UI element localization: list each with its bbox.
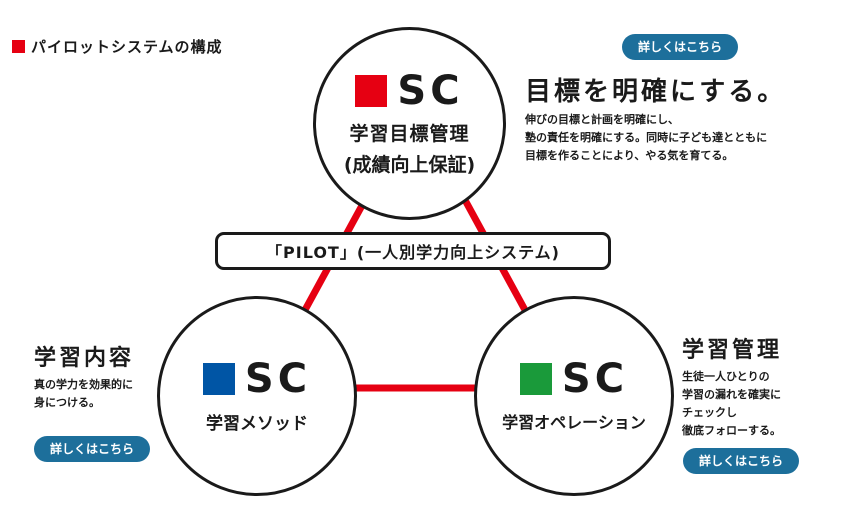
circle-learning-operation: SC 学習オペレーション (474, 296, 674, 496)
learning-content-line-2: 身につける。 (34, 396, 100, 409)
learning-management-line-4: 徹底フォローする。 (682, 424, 781, 437)
goal-details-button[interactable]: 詳しくはこちら (622, 34, 738, 60)
goal-management-label: 学習目標管理 (349, 122, 470, 145)
blue-square-icon (202, 362, 235, 395)
sc-mark-red: SC (355, 71, 463, 111)
learning-content-line-1: 真の学力を効果的に (34, 378, 133, 391)
sc-mark-green: SC (519, 356, 629, 402)
learning-method-label: 学習メソッド (206, 413, 308, 434)
pilot-system-banner: 「PILOT」(一人別学力向上システム) (215, 232, 611, 270)
sc-text: SC (561, 356, 629, 402)
sc-text: SC (244, 355, 312, 402)
learning-content-heading: 学習内容 (34, 346, 135, 371)
learning-management-line-3: チェックし (682, 406, 737, 419)
learning-operation-label: 学習オペレーション (502, 413, 646, 432)
goal-heading: 目標を明確にする。 (525, 77, 787, 107)
section-title: パイロットシステムの構成 (12, 36, 223, 57)
goal-description-block: 目標を明確にする。 伸びの目標と計画を明確にし、 塾の責任を明確にする。同時に子… (525, 79, 786, 165)
goal-line-1: 伸びの目標と計画を明確にし、 (525, 113, 679, 126)
learning-management-block: 学習管理 生徒一人ひとりの 学習の漏れを確実に チェックし 徹底フォローする。 (682, 340, 782, 440)
learning-content-details-button[interactable]: 詳しくはこちら (34, 436, 150, 462)
green-square-icon (519, 363, 552, 395)
learning-management-heading: 学習管理 (682, 338, 783, 363)
learning-management-line-2: 学習の漏れを確実に (682, 388, 781, 401)
learning-content-block: 学習内容 真の学力を効果的に 身につける。 (34, 348, 134, 412)
red-square-marker-icon (12, 40, 25, 53)
circle-learning-method: SC 学習メソッド (157, 296, 357, 496)
sc-mark-blue: SC (202, 355, 312, 402)
goal-description: 伸びの目標と計画を明確にし、 塾の責任を明確にする。同時に子ども達とともに 目標… (525, 111, 786, 165)
sc-text: SC (397, 67, 464, 114)
circle-goal-management: SC 学習目標管理 (成績向上保証) (313, 27, 506, 220)
grade-guarantee-label: (成績向上保証) (343, 153, 476, 176)
learning-content-description: 真の学力を効果的に 身につける。 (34, 376, 134, 412)
red-square-icon (355, 74, 388, 107)
goal-line-3: 目標を作ることにより、やる気を育てる。 (525, 149, 734, 162)
learning-management-line-1: 生徒一人ひとりの (682, 370, 770, 383)
learning-management-details-button[interactable]: 詳しくはこちら (683, 448, 799, 474)
section-title-text: パイロットシステムの構成 (31, 38, 223, 56)
learning-management-description: 生徒一人ひとりの 学習の漏れを確実に チェックし 徹底フォローする。 (682, 368, 782, 440)
goal-line-2: 塾の責任を明確にする。同時に子ども達とともに (525, 131, 768, 144)
